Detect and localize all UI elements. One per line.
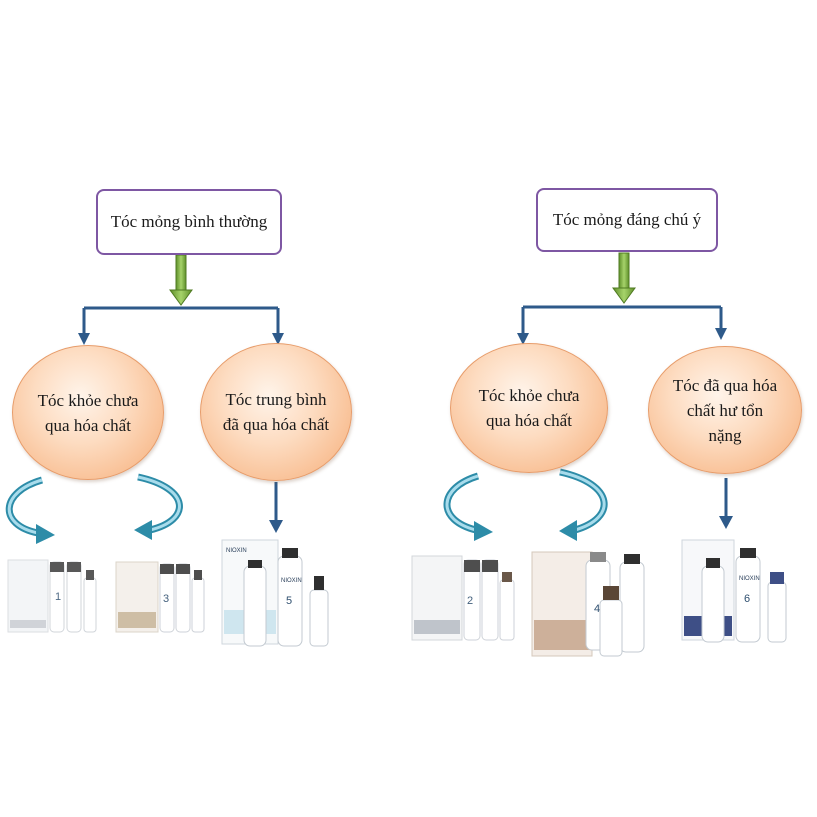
product-kit-4-image: 4 xyxy=(531,551,645,657)
kit-1-number: 1 xyxy=(55,591,61,603)
kit-5-number: 5 xyxy=(286,595,292,607)
right-oval-damaged-label: Tóc đã qua hóa chất hư tổn nặng xyxy=(672,375,778,445)
left-down-arrow-product xyxy=(269,482,283,533)
left-curved-arrow-2 xyxy=(134,473,183,540)
left-arrow-b-head xyxy=(272,333,284,345)
left-green-arrow xyxy=(169,254,193,306)
kit-5-bottle-brand: NIOXIN xyxy=(281,578,302,584)
right-branch-connector xyxy=(521,305,723,335)
kit-3-number: 3 xyxy=(163,593,169,605)
left-top-box-label: Tóc mỏng bình thường xyxy=(110,212,268,231)
product-kit-1-image: 1 xyxy=(7,559,97,633)
product-kit-6-image: NIOXIN 6 xyxy=(681,539,787,643)
left-curved-arrow-1 xyxy=(5,476,55,544)
left-arrow-a-head xyxy=(78,333,90,345)
kit-5-brand: NIOXIN xyxy=(226,548,247,554)
right-down-arrow-product xyxy=(719,478,733,529)
left-oval-medium: Tóc trung bình đã qua hóa chất xyxy=(200,343,352,481)
right-arrow-b-head xyxy=(715,328,727,340)
right-curved-arrow-2 xyxy=(559,468,608,541)
left-top-box: Tóc mỏng bình thường xyxy=(96,189,282,255)
right-top-box-label: Tóc mỏng đáng chú ý xyxy=(552,210,702,229)
product-kit-3-image: 3 xyxy=(115,561,205,633)
product-kit-2-image: 2 xyxy=(411,555,515,641)
product-kit-5-image: NIOXIN NIOXIN 5 xyxy=(221,539,329,647)
right-curved-arrow-1 xyxy=(443,472,493,541)
right-oval-healthy-label: Tóc khỏe chưa qua hóa chất xyxy=(478,386,580,430)
left-branch-connector xyxy=(82,306,280,335)
right-oval-damaged: Tóc đã qua hóa chất hư tổn nặng xyxy=(648,346,802,474)
kit-6-number: 6 xyxy=(744,593,750,605)
right-oval-healthy: Tóc khỏe chưa qua hóa chất xyxy=(450,343,608,473)
kit-2-number: 2 xyxy=(467,595,473,607)
right-arrow-a-head xyxy=(517,333,529,345)
kit-4-number: 4 xyxy=(594,603,600,615)
kit-6-brand: NIOXIN xyxy=(739,576,760,582)
left-oval-healthy: Tóc khỏe chưa qua hóa chất xyxy=(12,345,164,480)
left-oval-medium-label: Tóc trung bình đã qua hóa chất xyxy=(222,390,330,434)
right-top-box: Tóc mỏng đáng chú ý xyxy=(536,188,718,252)
right-green-arrow xyxy=(612,252,636,304)
left-oval-healthy-label: Tóc khỏe chưa qua hóa chất xyxy=(37,390,139,435)
